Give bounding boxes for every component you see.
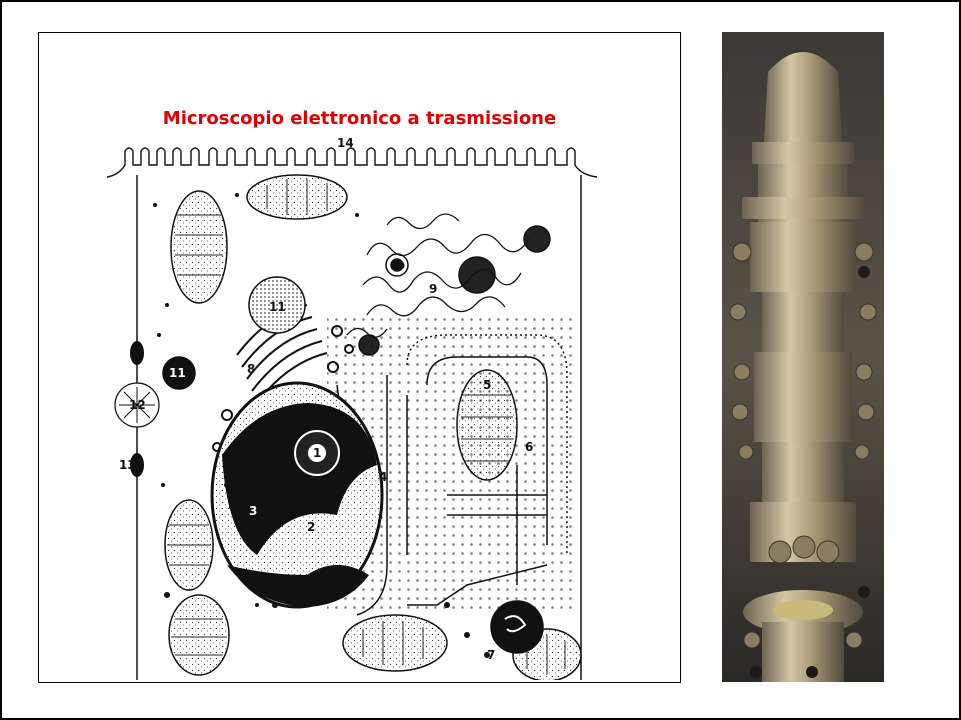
label-5: 5 bbox=[483, 378, 491, 392]
label-9: 9 bbox=[429, 282, 437, 296]
label-14: 14 bbox=[337, 136, 354, 150]
label-7: 7 bbox=[487, 648, 495, 662]
label-1: 1 bbox=[313, 446, 321, 460]
label-3: 3 bbox=[249, 504, 257, 518]
label-10: 10 bbox=[391, 261, 405, 272]
cell-ultrastructure-drawing: 14 10 9 11 11 8 12 13 1 5 6 3 4 2 7 bbox=[107, 135, 597, 680]
label-6: 6 bbox=[525, 440, 533, 454]
label-12: 12 bbox=[129, 398, 146, 412]
label-4: 4 bbox=[379, 470, 387, 484]
label-8: 8 bbox=[247, 362, 255, 376]
microvilli bbox=[107, 148, 597, 177]
microscope-photo bbox=[722, 32, 884, 682]
label-13: 13 bbox=[119, 458, 136, 472]
slide-title: Microscopio elettronico a trasmissione bbox=[39, 108, 680, 129]
label-11-upper: 11 bbox=[269, 300, 286, 314]
label-11-lower: 11 bbox=[169, 366, 186, 380]
label-2: 2 bbox=[307, 520, 315, 534]
cell-figure-panel: Microscopio elettronico a trasmissione bbox=[38, 32, 681, 683]
